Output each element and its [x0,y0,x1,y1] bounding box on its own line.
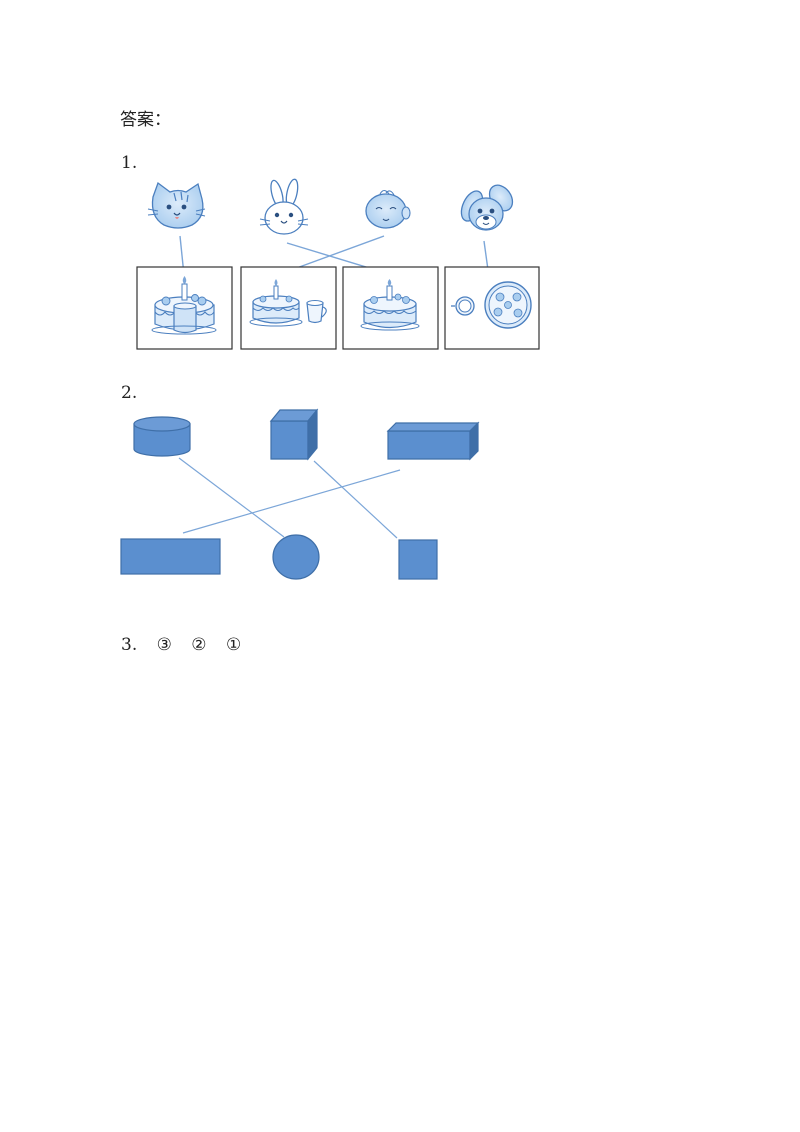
rectangle-shape [120,538,221,575]
question-2-number: 2. [121,383,138,403]
puppy-face-icon [460,184,514,231]
q2-line-cube-square [313,460,398,539]
cup-and-pizza-icon [451,281,532,329]
square-shape [398,539,438,580]
question-3-answer-2: ② [191,635,207,655]
cylinder-shape [133,416,191,457]
cat-face-icon [147,181,206,229]
cake-icon [360,279,420,331]
baby-face-icon [365,189,411,229]
question-3-answer-1: ③ [156,635,172,655]
cake-and-cup-icon [249,279,327,327]
question-3-number: 3. [121,635,138,655]
question-3-answer-3: ① [225,635,242,655]
rabbit-face-icon [259,178,309,235]
q1-line-puppy [483,240,489,271]
cube-shape [269,408,319,461]
q2-line-cuboid-rectangle [182,469,401,534]
cake-with-cup-icon [151,276,217,335]
question-3-answer-row: 3. ③ ② ① [121,635,241,655]
circle-shape [272,534,320,580]
answer-heading: 答案： [120,110,171,130]
question-1-number: 1. [121,153,138,173]
q2-match-lines [178,457,401,539]
cuboid-shape [386,421,480,461]
q2-line-cylinder-circle [178,457,285,538]
